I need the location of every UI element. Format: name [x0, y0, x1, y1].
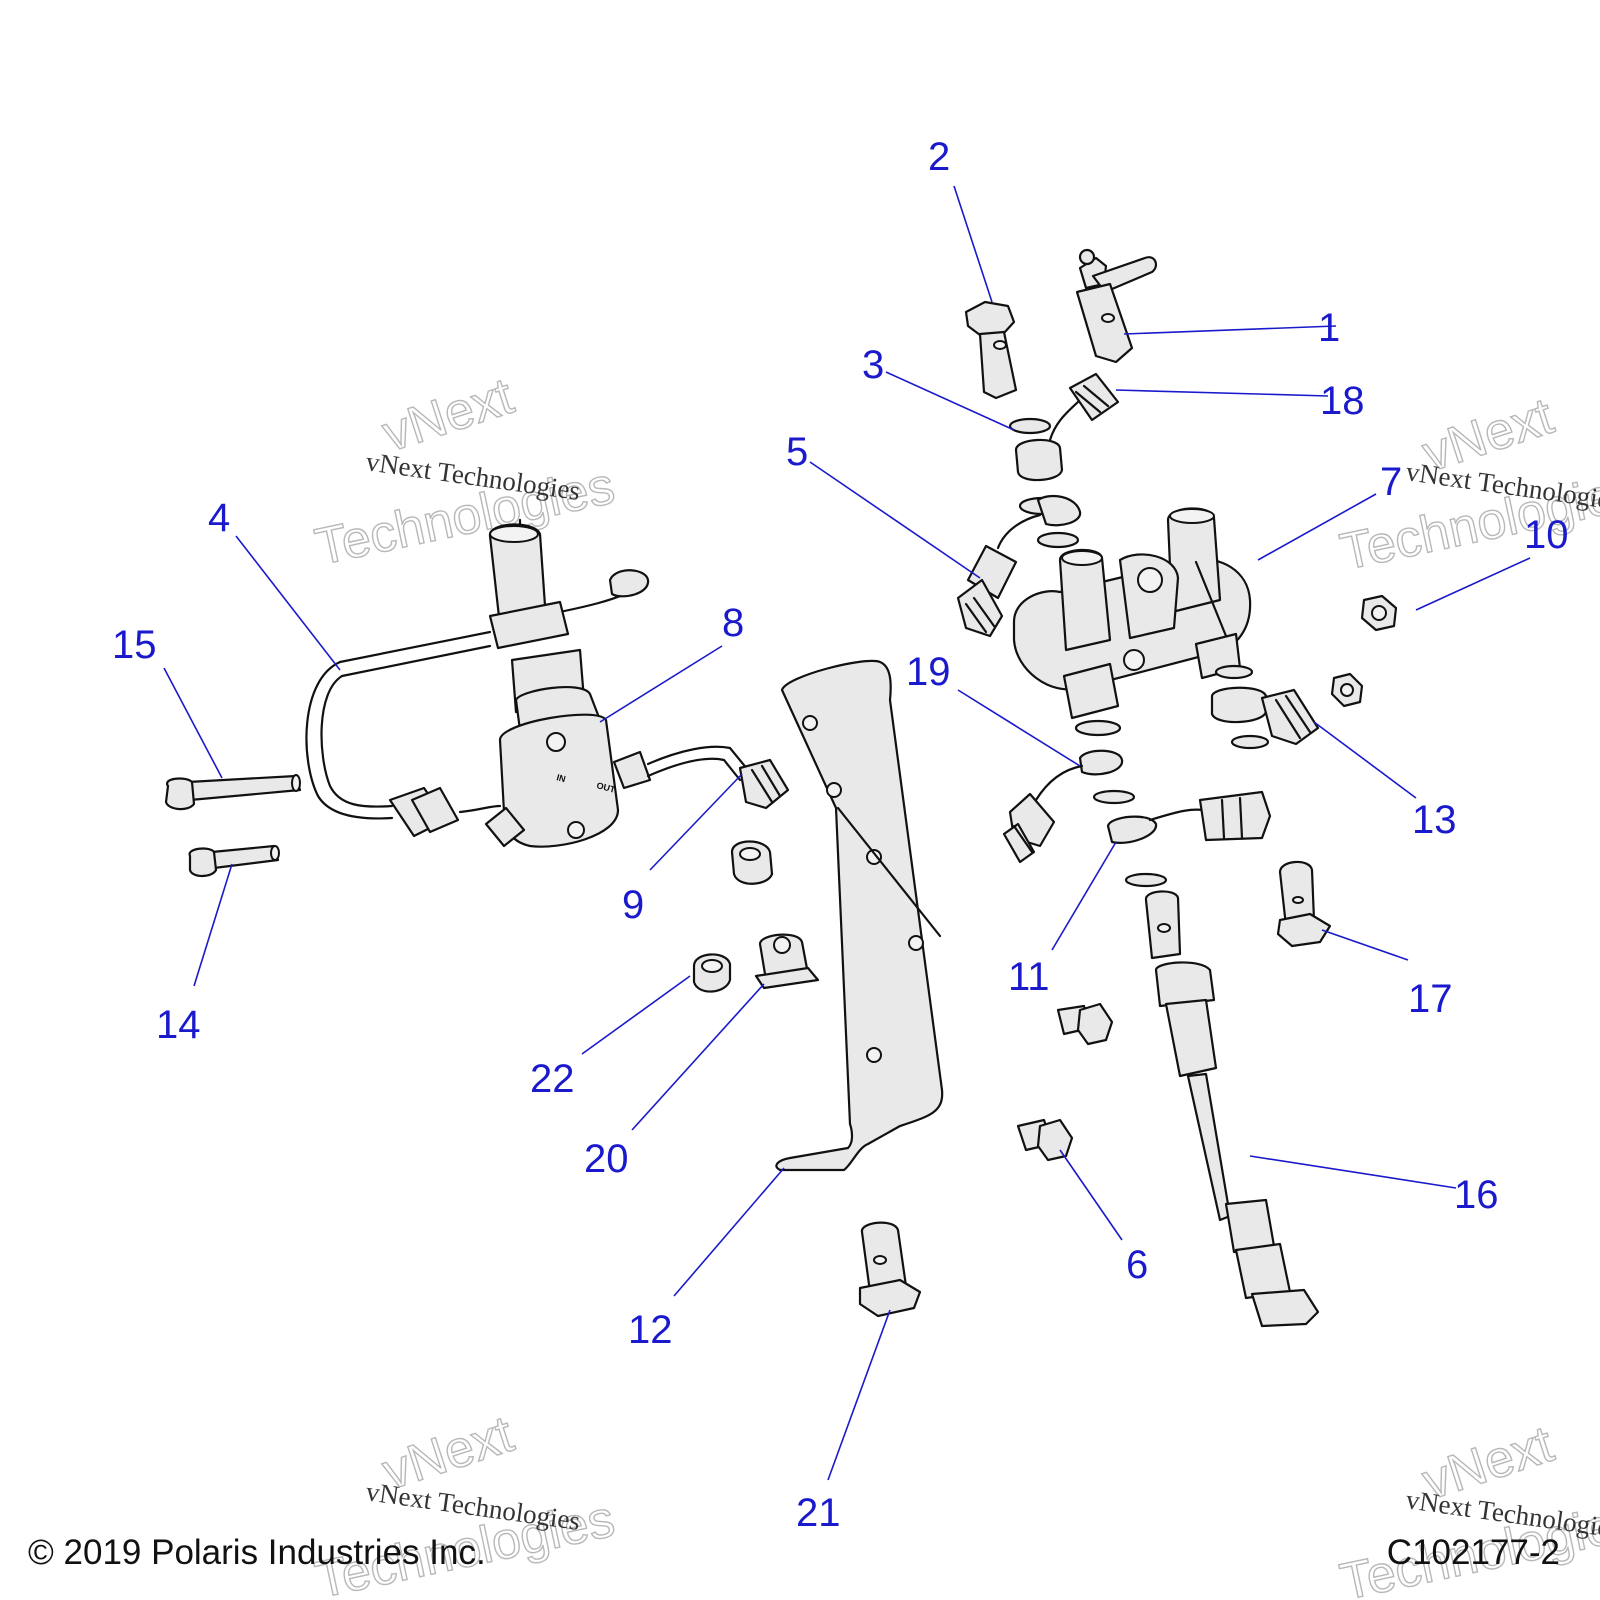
fitting-label-out: OUT — [595, 780, 616, 795]
callout-4: 4 — [208, 496, 230, 540]
callout-5: 5 — [786, 430, 808, 474]
callout-numbers: 1 2 3 4 5 6 7 8 9 10 11 12 13 14 15 16 1… — [112, 135, 1569, 1535]
part-15-long-bolt — [164, 774, 302, 811]
callout-15: 15 — [112, 623, 157, 667]
part-10-nut — [1360, 594, 1398, 632]
part-18-banjo-fitting — [1048, 372, 1120, 442]
drawing-number: C102177-2 — [1386, 1533, 1560, 1572]
part-14-short-bolt — [188, 844, 280, 878]
part-9-brake-line-fitting — [646, 745, 790, 810]
part-19-banjo-line — [1002, 719, 1124, 864]
part-7-distribution-block — [1012, 507, 1252, 720]
part-4-brake-line-loop — [305, 518, 650, 838]
callout-20: 20 — [584, 1137, 629, 1181]
callout-8: 8 — [722, 601, 744, 645]
part-10-nut-2 — [1330, 672, 1364, 708]
part-6-flange-bolt-lower — [1016, 1118, 1074, 1162]
part-20-flange-nut — [754, 933, 820, 990]
callout-12: 12 — [628, 1308, 673, 1352]
part-22-grommet-upper — [730, 840, 774, 885]
callout-17: 17 — [1408, 977, 1453, 1021]
callout-6: 6 — [1126, 1243, 1148, 1287]
callout-13: 13 — [1412, 798, 1457, 842]
callout-22: 22 — [530, 1057, 575, 1101]
part-1-bleeder-valve — [1075, 248, 1158, 364]
part-16-pressure-switch-line — [1144, 890, 1320, 1328]
callout-7: 7 — [1380, 460, 1402, 504]
part-11-banjo-line — [1092, 789, 1272, 888]
callout-1: 1 — [1318, 306, 1340, 350]
part-21-banjo-bolt — [858, 1221, 922, 1318]
part-12-mounting-bracket — [775, 659, 944, 1172]
callout-11: 11 — [1008, 955, 1050, 999]
part-2-banjo-bolt — [964, 300, 1018, 400]
watermark-top-left: vNext Technologies vNext Technologies — [310, 366, 620, 577]
part-5-brake-line — [956, 494, 1082, 638]
part-3-crush-washer — [1008, 417, 1080, 549]
fitting-label-in: IN — [555, 772, 566, 784]
callout-9: 9 — [622, 883, 644, 927]
callout-16: 16 — [1454, 1173, 1499, 1217]
callout-2: 2 — [928, 135, 950, 179]
part-6-flange-bolt-upper — [1056, 1002, 1114, 1046]
callout-3: 3 — [862, 343, 884, 387]
part-8-proportioning-valve: IN OUT — [484, 648, 652, 848]
callout-18: 18 — [1320, 379, 1365, 423]
part-13-banjo-line — [1210, 664, 1320, 750]
callout-21: 21 — [796, 1491, 841, 1535]
copyright-notice: © 2019 Polaris Industries Inc. — [28, 1533, 486, 1572]
callout-14: 14 — [156, 1003, 201, 1047]
part-17-banjo-bolt — [1276, 860, 1332, 948]
callout-10: 10 — [1524, 513, 1569, 557]
svg-text:vNext: vNext — [376, 367, 521, 463]
leader-lines — [163, 185, 1531, 1481]
part-22-grommet — [692, 953, 732, 993]
callout-19: 19 — [906, 650, 951, 694]
